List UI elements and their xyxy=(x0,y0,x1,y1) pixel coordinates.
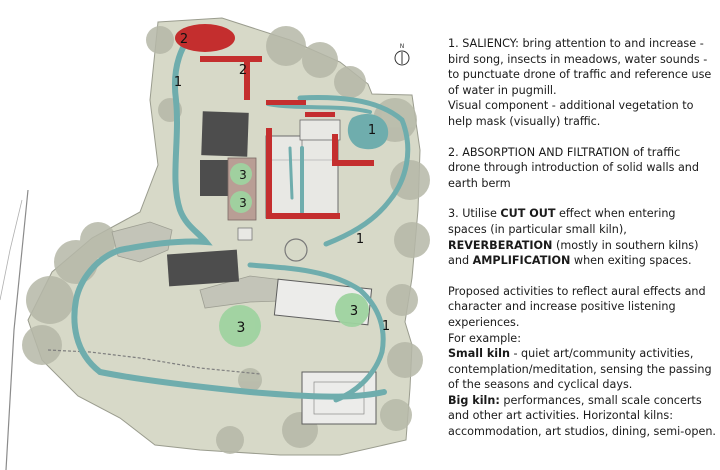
label-saliency: 2 xyxy=(180,32,188,47)
water-path-loop xyxy=(247,262,386,403)
label-amplification: 3 xyxy=(239,196,247,210)
legend-item-saliency: 1. SALIENCY: bring attention to and incr… xyxy=(448,36,716,98)
label-amplification: 3 xyxy=(350,304,358,319)
label-absorption: 1 xyxy=(382,319,390,334)
activities-intro: Proposed activities to reflect aural eff… xyxy=(448,284,706,329)
tree-canopies xyxy=(22,26,430,454)
pond xyxy=(347,114,389,150)
building-dark-north xyxy=(201,111,249,157)
small-kiln-label: Small kiln xyxy=(448,347,510,361)
north-label: N xyxy=(400,43,405,50)
water-path-south xyxy=(97,369,387,400)
building-dark-west xyxy=(200,160,230,196)
amplification-zones xyxy=(219,163,369,347)
legend-item-amplification: 3. Utilise CUT OUT effect when entering … xyxy=(448,206,716,268)
label-absorption: 1 xyxy=(356,232,364,247)
water-paths xyxy=(71,27,411,403)
item3-prefix: 3. Utilise xyxy=(448,207,501,221)
reverberation-term: REVERBERATION xyxy=(448,238,553,252)
label-amplification: 3 xyxy=(237,320,246,336)
item3-end: when exiting spaces. xyxy=(570,254,692,268)
site-plan: 2 2 1 1 1 1 3 3 3 3 N xyxy=(0,17,430,470)
small-kiln-activities: Small kiln - quiet art/community activit… xyxy=(448,346,716,393)
small-kiln-text: - quiet art/community activities, contem… xyxy=(448,347,712,392)
annex-building xyxy=(237,227,253,241)
road-edge xyxy=(0,199,23,301)
legend-panel: 1. SALIENCY: bring attention to and incr… xyxy=(448,36,716,440)
legend-item-absorption: 2. ABSORPTION AND FILTRATION of traffic … xyxy=(448,145,716,192)
item3-mid2: (mostly in southern kilns) and xyxy=(448,238,699,268)
saliency-text: : bring attention to and increase - bird… xyxy=(448,37,712,97)
boundary-fence xyxy=(47,349,261,375)
absorption-text: of traffic drone through introduction of… xyxy=(448,145,699,190)
road-edge xyxy=(5,189,29,470)
big-kiln-activities: Big kiln: performances, small scale conc… xyxy=(448,393,716,440)
building-dark-mid xyxy=(166,249,240,287)
water-path-east xyxy=(297,95,411,247)
saliency-pond-red xyxy=(175,24,235,52)
label-saliency: 2 xyxy=(239,63,247,78)
absorption-heading: 2. ABSORPTION AND FILTRATION xyxy=(448,145,630,159)
for-example: For example: xyxy=(448,331,521,345)
legend-saliency-visual: Visual component - additional vegetation… xyxy=(448,99,694,128)
label-absorption: 1 xyxy=(174,75,182,90)
label-absorption: 1 xyxy=(368,123,376,138)
building-hall-north xyxy=(299,119,341,141)
big-kiln-label: Big kiln: xyxy=(448,393,500,407)
amplification-term: AMPLIFICATION xyxy=(472,254,571,268)
water-path-mid xyxy=(266,102,372,114)
cutout-term: CUT OUT xyxy=(500,207,556,221)
big-kiln-text: performances, small scale concerts and o… xyxy=(448,393,716,439)
water-path-outer xyxy=(71,27,213,375)
saliency-heading: 1. SALIENCY xyxy=(448,37,516,50)
small-kiln xyxy=(284,238,308,262)
label-amplification: 3 xyxy=(239,168,247,182)
north-arrow: N xyxy=(394,43,410,66)
item3-mid1: effect when entering spaces (in particul… xyxy=(448,207,676,236)
saliency-walls xyxy=(175,24,374,219)
